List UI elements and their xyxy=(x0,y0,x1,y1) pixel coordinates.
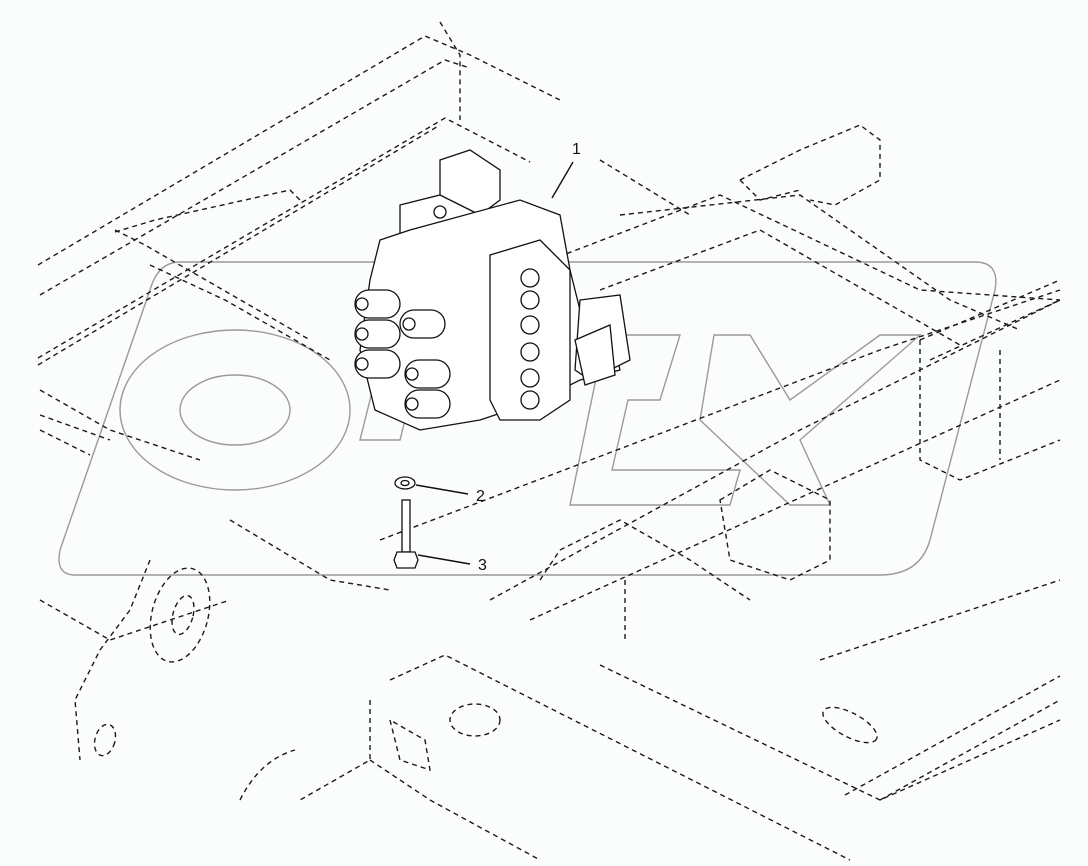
watermark-logo xyxy=(58,261,997,576)
solenoid-coils xyxy=(354,289,451,419)
callout-2-leader xyxy=(415,484,469,495)
spool-caps xyxy=(520,268,540,410)
callout-3-leader xyxy=(417,554,471,565)
control-valve-assembly xyxy=(354,149,631,431)
callout-2: 2 xyxy=(476,488,485,505)
callout-1: 1 xyxy=(572,141,581,158)
callout-1-leader xyxy=(551,161,574,199)
machine-frame-outline xyxy=(37,21,1061,861)
washer xyxy=(394,476,416,490)
callout-3: 3 xyxy=(478,557,487,574)
bolt xyxy=(393,499,419,569)
